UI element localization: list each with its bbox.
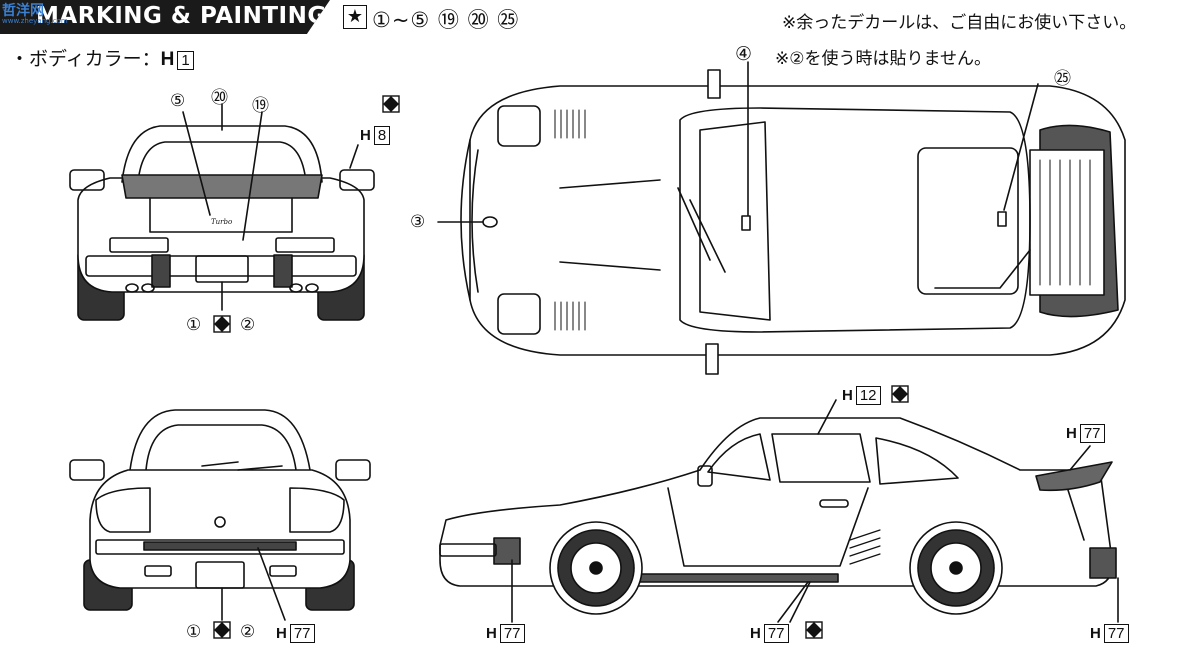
decal-steps: ①~⑤ ⑲ ⑳ ㉕ xyxy=(372,8,520,32)
top-callout-25: ㉕ xyxy=(1054,69,1071,89)
rear-callout-2: ② xyxy=(240,315,256,335)
star-icon-box: ★ xyxy=(343,5,367,29)
decal-4-callout: ④ xyxy=(735,43,753,65)
rear-view-car xyxy=(69,103,375,321)
front-callout-1: ① xyxy=(186,622,202,642)
twotone-markers xyxy=(213,95,909,639)
body-color-text: ・ボディカラー： xyxy=(10,48,161,70)
turbo-badge: Turbo xyxy=(211,218,233,226)
front-view-car xyxy=(69,409,371,621)
page-title: MARKING & PAINTING xyxy=(36,3,327,29)
top-view-car xyxy=(437,61,1126,375)
leftover-decal-note: ※余ったデカールは、ご自由にお使い下さい。 xyxy=(782,13,1137,33)
watermark-url: www.zheyang.com xyxy=(2,17,68,25)
rear-callout-20: ⑳ xyxy=(211,88,228,108)
watermark-logo: 哲洋网 xyxy=(2,3,44,19)
front-callout-2: ② xyxy=(240,622,256,642)
rear-callout-1: ① xyxy=(186,315,202,335)
top-callout-3: ③ xyxy=(410,212,426,232)
body-color-h: H xyxy=(160,49,175,70)
header-banner: MARKING & PAINTING xyxy=(0,0,330,34)
body-color-code: 1 xyxy=(177,51,194,70)
rear-callout-5: ⑤ xyxy=(170,91,186,111)
decal-4-note: ※②を使う時は貼りません。 xyxy=(775,49,991,69)
rear-callout-19: ⑲ xyxy=(252,96,269,116)
side-view-car xyxy=(439,399,1119,623)
